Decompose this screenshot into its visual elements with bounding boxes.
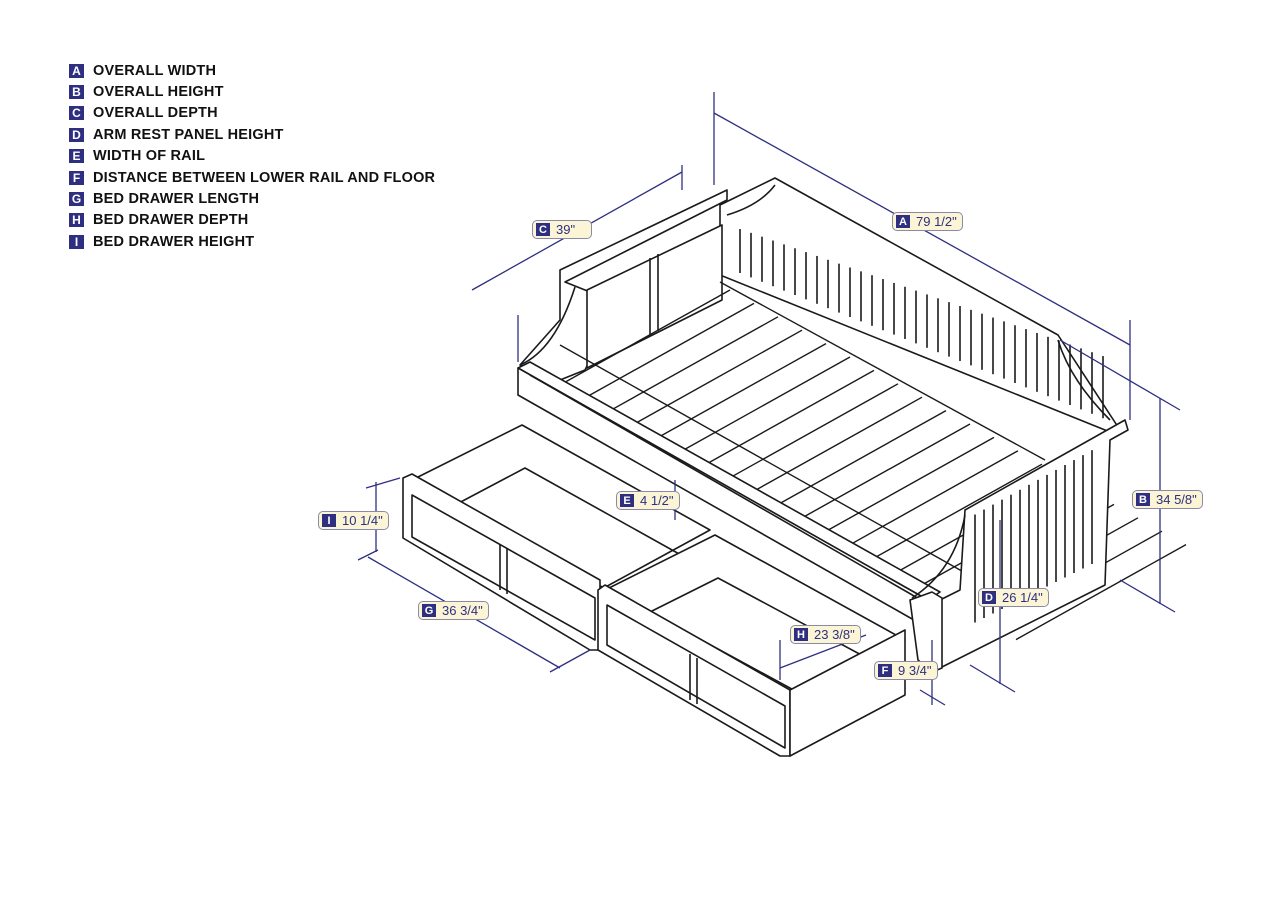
legend-item: H BED DRAWER DEPTH: [69, 210, 435, 231]
bed-slat: [847, 450, 1019, 547]
dimension-legend: A OVERALL WIDTH B OVERALL HEIGHT C OVERALL DE…: [69, 60, 435, 253]
legend-key: D: [69, 127, 84, 142]
label-value: 79 1/2": [916, 214, 957, 229]
bed-slat: [679, 356, 851, 453]
label-key: E: [620, 494, 634, 507]
legend-key: I: [69, 234, 84, 249]
bed-slat: [823, 436, 995, 534]
label-key: B: [1136, 493, 1150, 506]
label-e: E 4 1/2": [616, 491, 680, 510]
bed-slat: [655, 342, 827, 440]
legend-label: ARM REST PANEL HEIGHT: [93, 126, 284, 143]
legend-item: D ARM REST PANEL HEIGHT: [69, 124, 435, 145]
label-a: A 79 1/2": [892, 212, 963, 231]
bed-slat: [631, 329, 803, 426]
bed-slat: [727, 383, 899, 480]
bed-slat: [559, 289, 731, 386]
legend-item: B OVERALL HEIGHT: [69, 81, 435, 102]
legend-item: C OVERALL DEPTH: [69, 103, 435, 124]
bed-slat: [703, 369, 875, 467]
legend-item: I BED DRAWER HEIGHT: [69, 231, 435, 252]
legend-item: G BED DRAWER LENGTH: [69, 188, 435, 209]
label-value: 34 5/8": [1156, 492, 1197, 507]
legend-key: E: [69, 149, 84, 164]
legend-key: F: [69, 170, 84, 185]
legend-label: OVERALL WIDTH: [93, 62, 217, 79]
label-b: B 34 5/8": [1132, 490, 1203, 509]
back-rail: [719, 281, 1046, 461]
bed-slat: [775, 409, 947, 507]
label-key: H: [794, 628, 808, 641]
bed-slat: [799, 423, 971, 520]
label-key: A: [896, 215, 910, 228]
legend-label: WIDTH OF RAIL: [93, 148, 206, 165]
label-key: C: [536, 223, 550, 236]
label-key: G: [422, 604, 436, 617]
legend-label: BED DRAWER LENGTH: [93, 191, 260, 208]
label-value: 39": [556, 222, 576, 237]
label-g: G 36 3/4": [418, 601, 489, 620]
legend-label: OVERALL DEPTH: [93, 105, 218, 122]
label-value: 36 3/4": [442, 603, 483, 618]
bed-slat: [751, 396, 923, 493]
daybed-drawing: [402, 177, 1187, 757]
front-post: [909, 591, 943, 673]
label-value: 23 3/8": [814, 627, 855, 642]
label-value: 4 1/2": [640, 493, 674, 508]
label-key: I: [322, 514, 336, 527]
legend-item: A OVERALL WIDTH: [69, 60, 435, 81]
label-h: H 23 3/8": [790, 625, 861, 644]
label-value: 9 3/4": [898, 663, 932, 678]
label-key: D: [982, 591, 996, 604]
bed-slat: [607, 316, 779, 413]
right-arm-panel: [939, 419, 1129, 669]
label-value: 26 1/4": [1002, 590, 1043, 605]
legend-label: OVERALL HEIGHT: [93, 84, 224, 101]
legend-label: BED DRAWER DEPTH: [93, 212, 249, 229]
legend-label: DISTANCE BETWEEN LOWER RAIL AND FLOOR: [93, 169, 436, 186]
legend-key: A: [69, 63, 84, 78]
label-c: C 39": [532, 220, 593, 239]
side-rail: [559, 344, 1041, 616]
bed-slat: [1015, 543, 1187, 641]
label-f: F 9 3/4": [874, 661, 938, 680]
label-d: D 26 1/4": [978, 588, 1049, 607]
legend-label: BED DRAWER HEIGHT: [93, 233, 255, 250]
legend-item: E WIDTH OF RAIL: [69, 146, 435, 167]
label-key: F: [878, 664, 892, 677]
bed-slat: [583, 302, 755, 400]
legend-key: B: [69, 85, 84, 100]
label-value: 10 1/4": [342, 513, 383, 528]
legend-key: C: [69, 106, 84, 121]
label-i: I 10 1/4": [318, 511, 389, 530]
legend-item: F DISTANCE BETWEEN LOWER RAIL AND FLOOR: [69, 167, 435, 188]
legend-key: G: [69, 192, 84, 207]
bed-slat: [871, 463, 1043, 560]
legend-key: H: [69, 213, 84, 228]
